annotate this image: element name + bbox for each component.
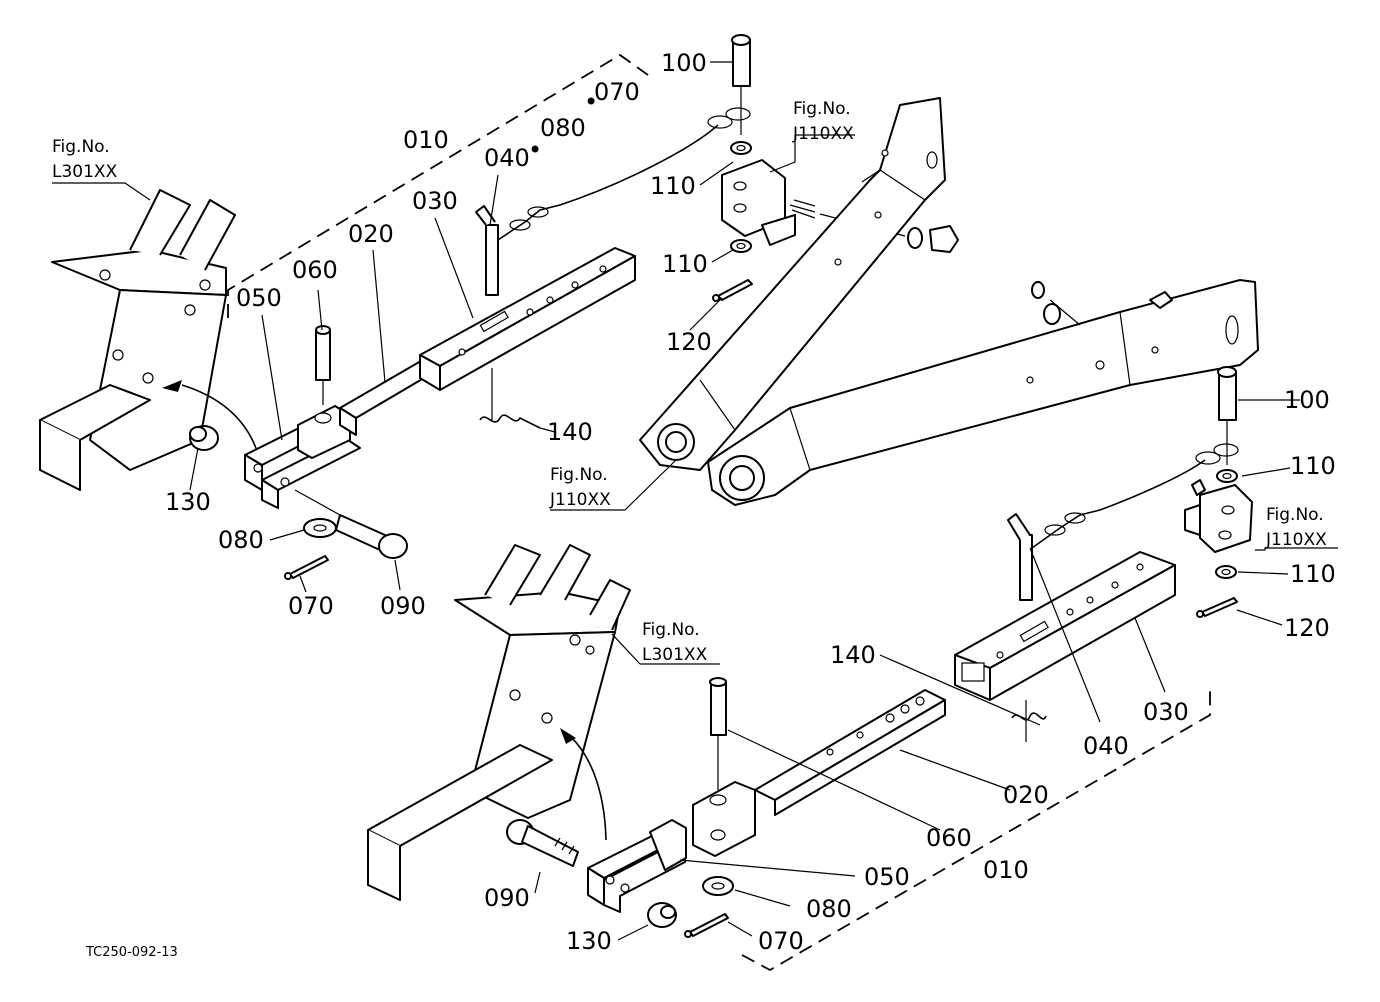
label-140-lower: 140 — [830, 641, 876, 669]
fig-ref-j110-upper-title: Fig.No. — [793, 99, 851, 119]
upper-pin-100 — [731, 34, 751, 135]
upper-sleeve-030 — [419, 247, 636, 391]
label-100-upper: 100 — [661, 49, 707, 77]
separator-dot-1: • — [528, 136, 542, 164]
upper-spring-140 — [479, 414, 541, 429]
label-130-upper: 130 — [165, 488, 211, 516]
fig-ref-j110-arm-title: Fig.No. — [550, 465, 608, 485]
fig-ref-j110-lower-code: J110XX — [1265, 530, 1327, 550]
label-050-lower: 050 — [864, 863, 910, 891]
label-120-lower: 120 — [1284, 614, 1330, 642]
label-060-upper: 060 — [292, 256, 338, 284]
lower-clevis-050 — [587, 819, 687, 913]
label-020-lower: 020 — [1003, 781, 1049, 809]
label-070-lower: 070 — [758, 927, 804, 955]
upper-check-bracket — [721, 159, 816, 246]
lower-pin-100 — [1217, 366, 1237, 465]
label-090-upper: 090 — [380, 592, 426, 620]
fig-ref-l301-upper-code: L301XX — [52, 162, 118, 182]
label-060-lower: 060 — [926, 824, 972, 852]
upper-bolt-090 — [294, 489, 408, 559]
upper-cotter-070 — [284, 555, 329, 580]
upper-pin-060 — [315, 325, 331, 405]
separator-dot-2: • — [584, 88, 598, 116]
figure-references: Fig.No. L301XX Fig.No. J110XX Fig.No. J1… — [52, 99, 1327, 665]
label-090-lower: 090 — [484, 884, 530, 912]
upper-check-pin-040 — [475, 204, 561, 296]
label-010-upper: 010 — [403, 126, 449, 154]
lower-clevis-plate — [692, 781, 756, 857]
lower-link-arms — [639, 97, 1259, 506]
lower-pin-060 — [709, 677, 727, 790]
label-080-upper: 080 — [218, 526, 264, 554]
drawing-code: TC250-092-13 — [85, 945, 178, 960]
label-110-upper-a: 110 — [650, 172, 696, 200]
lower-nut-130 — [647, 902, 677, 928]
upper-clevis-050 — [244, 405, 361, 509]
upper-frame-bracket — [39, 189, 236, 491]
lower-cotter-070 — [684, 913, 729, 938]
fig-ref-j110-arm-code: J110XX — [549, 490, 611, 510]
label-110-upper-b: 110 — [662, 250, 708, 278]
lower-check-bracket — [1184, 479, 1253, 553]
label-080-upper-ref: 080 — [540, 114, 586, 142]
fig-ref-l301-lower-title: Fig.No. — [642, 620, 700, 640]
label-110-lower-b: 110 — [1290, 560, 1336, 588]
lower-sleeve-030 — [954, 551, 1176, 701]
label-040-upper: 040 — [484, 144, 530, 172]
upper-split-pin-120 — [712, 279, 753, 302]
fig-ref-l301-lower-code: L301XX — [642, 645, 708, 665]
fig-ref-l301-upper-title: Fig.No. — [52, 137, 110, 157]
lower-bar-020 — [754, 689, 946, 816]
upper-assembly — [39, 34, 959, 580]
lower-bolt-090 — [506, 819, 579, 867]
label-110-lower-a: 110 — [1290, 452, 1336, 480]
label-030-upper: 030 — [412, 187, 458, 215]
fig-ref-j110-lower-title: Fig.No. — [1266, 505, 1324, 525]
label-010-lower: 010 — [983, 856, 1029, 884]
part-labels: 010 040 • 080 • 070 100 110 110 120 030 … — [165, 49, 1336, 955]
lower-split-pin-120 — [1196, 597, 1238, 618]
label-100-lower: 100 — [1284, 386, 1330, 414]
label-140-upper: 140 — [547, 418, 593, 446]
upper-nut-130 — [189, 425, 219, 451]
label-030-lower: 030 — [1143, 698, 1189, 726]
label-040-lower: 040 — [1083, 732, 1129, 760]
label-070-upper-ref: 070 — [594, 78, 640, 106]
lower-spring-140 — [1011, 712, 1047, 721]
leader-lines — [52, 61, 1338, 941]
label-020-upper: 020 — [348, 220, 394, 248]
lower-assembly — [367, 366, 1253, 972]
label-080-lower: 080 — [806, 895, 852, 923]
lower-frame-bracket — [367, 544, 631, 901]
label-130-lower: 130 — [566, 927, 612, 955]
lower-check-pin-040 — [1007, 509, 1101, 601]
label-050-upper: 050 — [236, 284, 282, 312]
label-070-upper: 070 — [288, 592, 334, 620]
label-120-upper: 120 — [666, 328, 712, 356]
fig-ref-j110-upper-code: J110XX — [792, 124, 854, 144]
